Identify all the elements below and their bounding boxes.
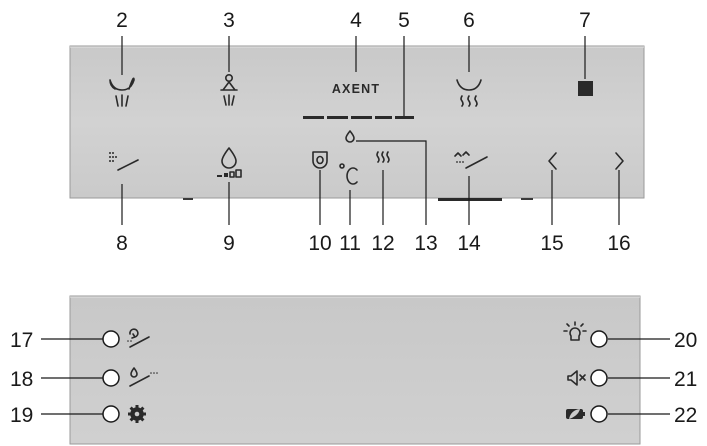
top-leader-lines <box>121 36 620 225</box>
seat-temperature-icon[interactable] <box>312 151 328 169</box>
night-light-button[interactable] <box>590 330 608 348</box>
mute-icon <box>567 370 586 386</box>
bottom-leader-lines <box>41 338 670 415</box>
front-wash-icon[interactable] <box>220 74 238 106</box>
level-indicator-bar <box>303 116 414 119</box>
night-light-icon <box>563 321 587 341</box>
callout-number: 22 <box>674 404 697 427</box>
brand-logo: AXENT <box>332 82 380 96</box>
energy-saving-icon <box>566 409 585 419</box>
settings-gear-icon <box>128 405 146 423</box>
callout-number: 12 <box>371 232 394 255</box>
nozzle-oscillation-icon[interactable] <box>454 151 488 169</box>
callout-number: 9 <box>223 232 235 255</box>
callout-number: 19 <box>10 404 33 427</box>
callout-number: 21 <box>674 368 697 391</box>
settings-button[interactable] <box>102 405 120 423</box>
mute-button[interactable] <box>590 369 608 387</box>
callout-number: 3 <box>223 9 235 32</box>
chevron-right-icon[interactable] <box>615 152 624 170</box>
chevron-left-icon[interactable] <box>548 152 557 170</box>
callout-number: 15 <box>540 232 563 255</box>
callout-number: 16 <box>607 232 630 255</box>
callout-number: 6 <box>463 9 475 32</box>
callout-number: 14 <box>457 232 481 255</box>
callout-number: 18 <box>10 368 33 391</box>
nozzle-self-clean-button[interactable] <box>102 330 120 348</box>
energy-saving-button[interactable] <box>590 405 608 423</box>
nozzle-water-clean-button[interactable] <box>102 369 120 387</box>
nozzle-position-icon[interactable] <box>109 152 139 171</box>
callout-number: 8 <box>116 232 128 255</box>
water-droplet-icon <box>345 130 355 143</box>
nozzle-self-clean-icon <box>127 328 150 348</box>
nozzle-water-clean-icon <box>129 367 158 387</box>
callout-number: 4 <box>350 9 362 32</box>
callout-number: 20 <box>674 329 697 352</box>
top-panel <box>69 45 645 201</box>
heat-icon[interactable] <box>376 151 390 163</box>
dryer-icon[interactable] <box>456 79 482 107</box>
callout-number: 10 <box>308 232 331 255</box>
rear-wash-icon[interactable] <box>109 77 135 107</box>
bottom-panel <box>69 295 641 445</box>
callout-number: 7 <box>579 9 591 32</box>
celsius-icon[interactable] <box>339 163 358 185</box>
callout-number: 2 <box>116 9 128 32</box>
water-pressure-icon[interactable] <box>217 147 242 178</box>
callout-number: 13 <box>414 232 437 255</box>
callout-number: 11 <box>339 232 361 255</box>
callout-number: 5 <box>398 9 410 32</box>
stop-icon[interactable] <box>578 81 593 96</box>
callout-number: 17 <box>10 329 33 352</box>
